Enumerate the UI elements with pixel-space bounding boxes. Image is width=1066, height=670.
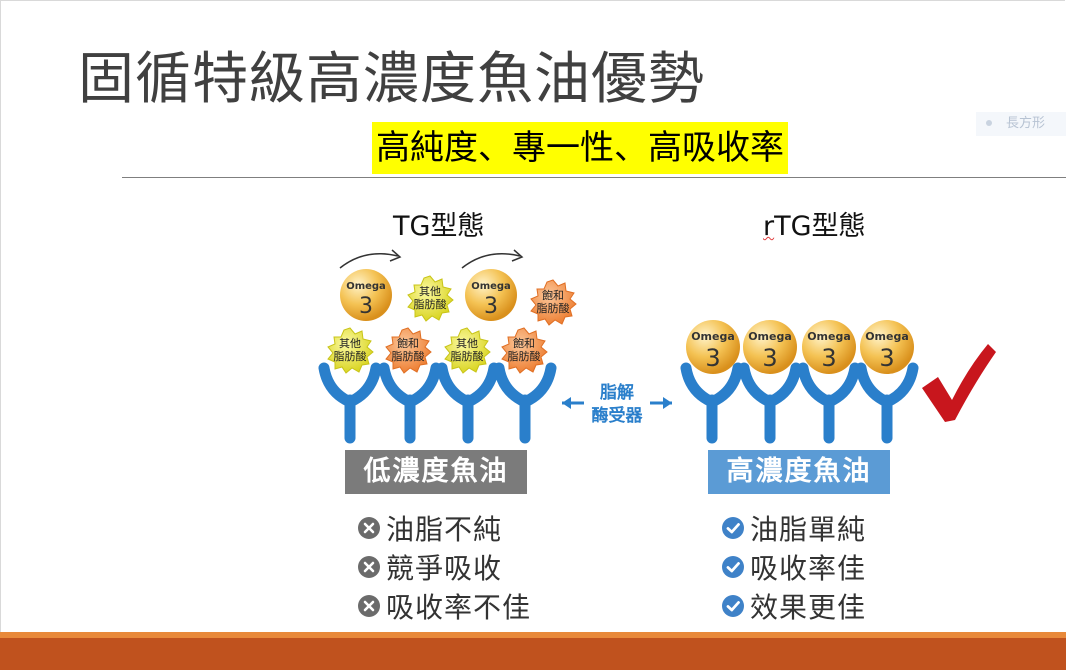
rtg-rest: TG型態 [774, 211, 866, 242]
slide-footer-bar [0, 632, 1066, 670]
x-circle-icon [358, 517, 380, 539]
highlighted-subtitle[interactable]: 高純度、專一性、高吸收率 [372, 122, 788, 174]
list-item: 吸收率不佳 [358, 588, 531, 627]
rtg-prefix-misspelled: r [763, 211, 775, 242]
x-circle-icon [358, 595, 380, 617]
ghost-shape-label: 長方形 [1006, 116, 1046, 131]
list-item: 效果更佳 [722, 588, 866, 627]
list-item-text: 油脂單純 [750, 513, 867, 546]
slide-title[interactable]: 固循特級高濃度魚油優勢 [78, 47, 705, 112]
low-concentration-points: 油脂不純 競爭吸收 吸收率不佳 [358, 510, 531, 627]
slide-frame [0, 0, 1065, 633]
tg-type-label: TG型態 [393, 211, 485, 242]
list-item-text: 效果更佳 [750, 591, 867, 624]
list-item: 吸收率佳 [722, 549, 866, 588]
low-concentration-label: 低濃度魚油 [345, 450, 527, 494]
check-circle-icon [722, 556, 744, 578]
high-concentration-label: 高濃度魚油 [708, 450, 890, 494]
list-item-text: 油脂不純 [386, 513, 503, 546]
list-item: 競爭吸收 [358, 549, 531, 588]
high-concentration-points: 油脂單純 吸收率佳 效果更佳 [722, 510, 866, 627]
x-circle-icon [358, 556, 380, 578]
shape-handle-icon [986, 119, 992, 126]
horizontal-rule [122, 177, 1066, 178]
list-item-text: 吸收率不佳 [386, 591, 532, 624]
list-item: 油脂不純 [358, 510, 531, 549]
list-item-text: 吸收率佳 [750, 552, 867, 585]
rtg-type-label: rTG型態 [763, 204, 866, 243]
check-circle-icon [722, 517, 744, 539]
ghost-shape-tag[interactable]: 長方形 [976, 112, 1066, 136]
list-item: 油脂單純 [722, 510, 866, 549]
check-circle-icon [722, 595, 744, 617]
list-item-text: 競爭吸收 [386, 552, 503, 585]
footer-accent-stripe [0, 632, 1066, 638]
